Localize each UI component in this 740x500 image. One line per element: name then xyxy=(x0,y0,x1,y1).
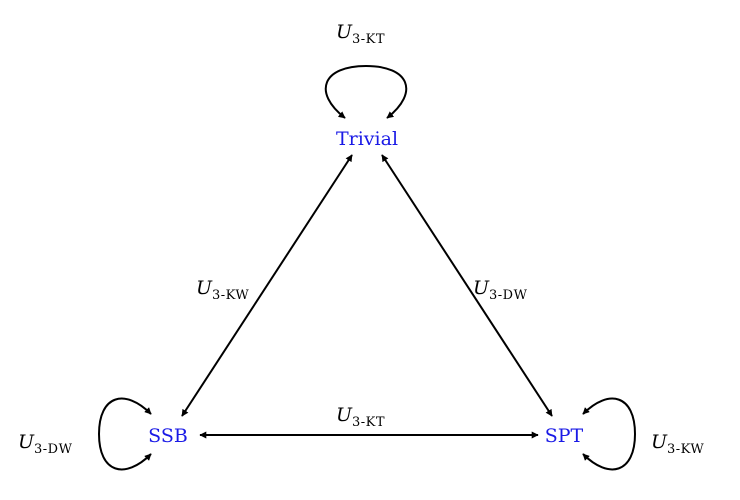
edge-label-ssb-spt-sub: 3-KT xyxy=(352,415,385,430)
edge-label-trivial-spt-op: U xyxy=(473,277,490,299)
node-ssb: SSB xyxy=(148,425,188,447)
edge-label-ssb-loop: U3-DW xyxy=(18,431,73,457)
node-trivial: Trivial xyxy=(336,128,398,150)
edge-label-spt-loop-op: U xyxy=(651,431,668,453)
edge-label-trivial-spt: U3-DW xyxy=(473,277,528,303)
edge-label-trivial-ssb-sub: 3-KW xyxy=(212,288,249,303)
edge-label-spt-loop: U3-KW xyxy=(651,431,704,457)
edge-label-trivial-spt-sub: 3-DW xyxy=(489,288,528,303)
trivial-spt-arrow xyxy=(381,154,553,417)
edge-label-ssb-loop-op: U xyxy=(18,431,35,453)
trivial-self-loop-arrow xyxy=(324,64,408,119)
edge-label-trivial-ssb-op: U xyxy=(196,277,213,299)
node-spt: SPT xyxy=(545,425,584,447)
edge-label-trivial-loop-op: U xyxy=(336,21,353,43)
edge-label-trivial-loop: U3-KT xyxy=(336,21,385,47)
trivial-ssb-arrow xyxy=(181,154,353,417)
edge-label-trivial-loop-sub: 3-KT xyxy=(352,32,385,47)
edge-label-ssb-spt: U3-KT xyxy=(336,404,385,430)
edge-label-trivial-ssb: U3-KW xyxy=(196,277,249,303)
spt-self-loop-arrow xyxy=(582,397,637,471)
edge-label-ssb-loop-sub: 3-DW xyxy=(34,442,73,457)
ssb-self-loop-arrow xyxy=(97,397,152,471)
edge-label-ssb-spt-op: U xyxy=(336,404,353,426)
edge-label-spt-loop-sub: 3-KW xyxy=(667,442,704,457)
